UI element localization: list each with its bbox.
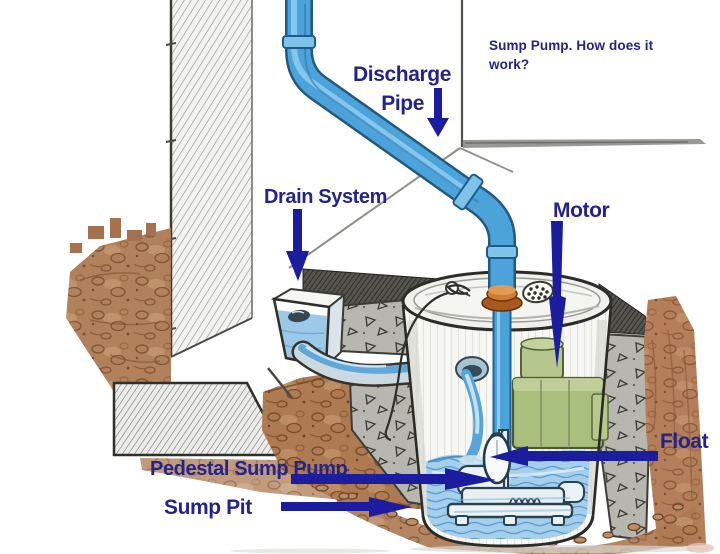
power-cord xyxy=(384,284,471,442)
float-switch xyxy=(482,429,512,485)
pump-feet xyxy=(455,515,565,526)
foundation-wall xyxy=(165,0,253,358)
discharge-pipe xyxy=(282,0,518,300)
page-title-line1: Sump Pump. How does it xyxy=(489,38,654,53)
drain-system-pointer xyxy=(286,209,309,281)
sump-pit-pointer xyxy=(281,497,412,517)
soil-left xyxy=(66,218,171,402)
pipe-coupling-top xyxy=(282,35,316,49)
label-motor: Motor xyxy=(553,199,610,222)
soil-right xyxy=(644,296,706,548)
label-drain-system: Drain System xyxy=(264,186,387,208)
stream-splash xyxy=(459,455,485,465)
drain-pipe xyxy=(291,340,472,387)
discharge-pipe-pointer xyxy=(427,88,449,137)
down-arrow-icon xyxy=(434,88,442,120)
annotations: Sump Pump. How does it work? Discharge P… xyxy=(150,38,709,519)
pipe-coupling-mid xyxy=(452,173,484,211)
pipe-coupling-low xyxy=(486,245,518,259)
pipe-grommet xyxy=(481,285,523,312)
inflow-stream xyxy=(459,369,485,465)
page-title-line2: work? xyxy=(488,57,529,72)
left-arrow-icon xyxy=(528,451,658,461)
right-arrow-icon xyxy=(281,502,371,511)
label-discharge-pipe-line2: Pipe xyxy=(381,92,424,115)
soil-left-blocks xyxy=(70,218,156,253)
lid-grate xyxy=(522,280,554,304)
motor-pointer down-arrow-icon xyxy=(549,221,566,368)
label-float: Float xyxy=(660,430,709,453)
pedestal-pump-pointer xyxy=(291,468,496,490)
float-pointer xyxy=(490,446,658,466)
down-arrow-icon xyxy=(293,209,302,253)
motor-body xyxy=(511,337,609,450)
label-sump-pit: Sump Pit xyxy=(164,496,252,519)
label-discharge-pipe-line1: Discharge xyxy=(353,63,451,86)
grade-line xyxy=(463,139,706,148)
right-arrow-icon xyxy=(291,474,446,484)
